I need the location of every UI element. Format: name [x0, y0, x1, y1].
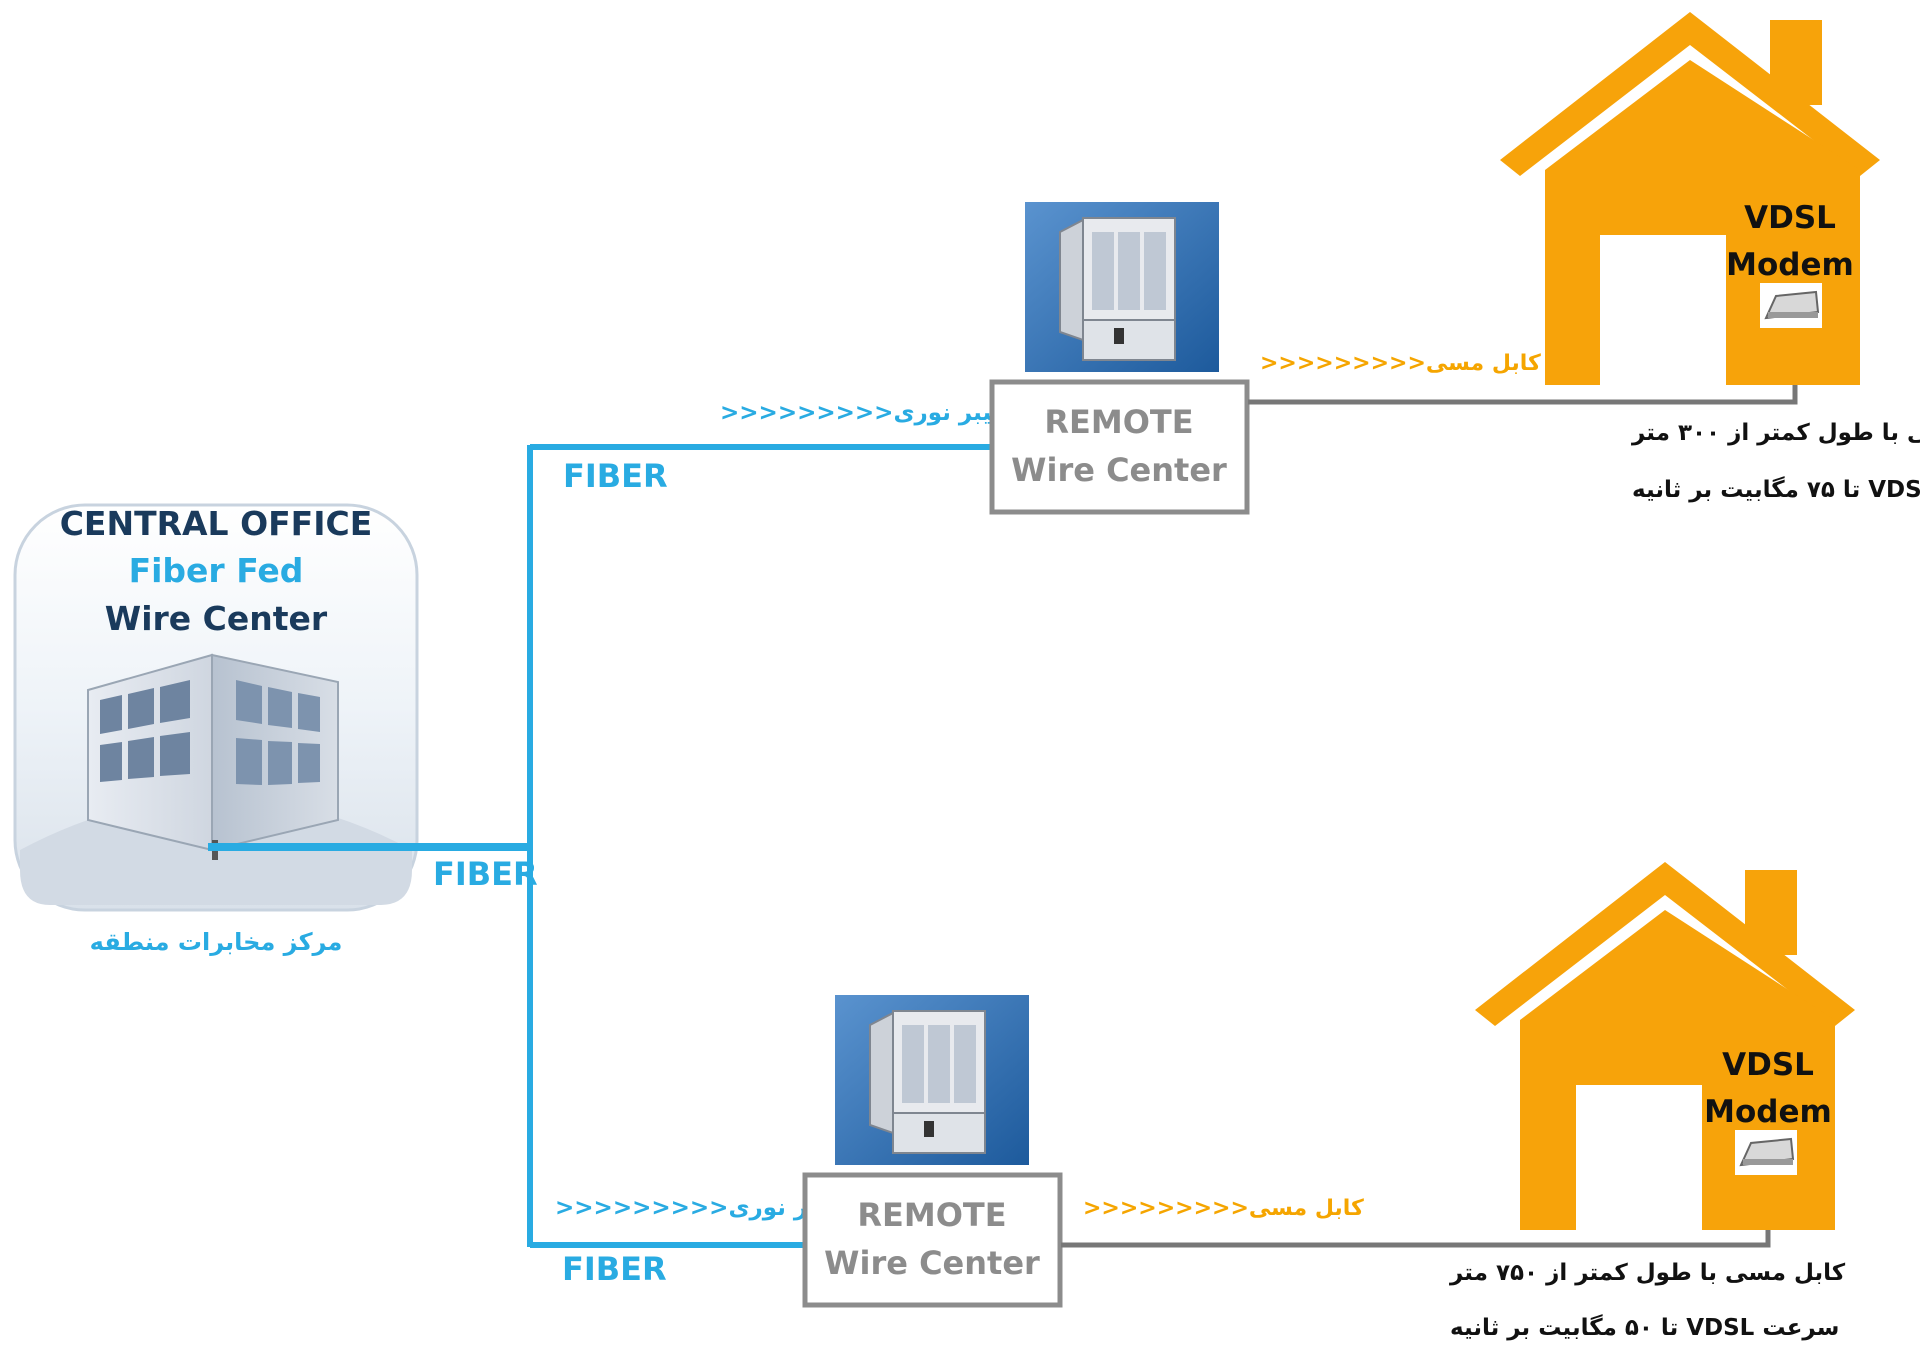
branch-bottom-house-label2: Modem — [1704, 1094, 1832, 1130]
branch-bottom-house-label1: VDSL — [1722, 1047, 1814, 1083]
branch-top-remote-box — [989, 379, 1250, 515]
house-icon — [1500, 12, 1880, 385]
branch-bottom-fiber-arrow-text: >>>>>>>>>فیبر نوری — [555, 1195, 842, 1221]
modem-icon — [1735, 1130, 1797, 1175]
fiber-trunk: FIBER — [208, 445, 538, 1247]
branch-bottom: FIBER >>>>>>>>>فیبر نوری REMOTE Wire Cen… — [530, 862, 1855, 1341]
central-office: CENTRAL OFFICE Fiber Fed Wire Center — [13, 503, 419, 956]
branch-bottom-copper-arrow-text: >>>>>>>>>کابل مسی — [1083, 1196, 1364, 1221]
branch-top-copper-arrow-text: >>>>>>>>>کابل مسی — [1260, 351, 1541, 376]
branch-top-remote-line1: REMOTE — [1044, 403, 1193, 441]
trunk-fiber-label: FIBER — [433, 855, 538, 893]
branch-bottom-remote-box — [802, 1172, 1063, 1308]
central-office-caption: مرکز مخابرات منطقه — [90, 928, 343, 956]
branch-top-fiber-arrow-text: >>>>>>>>>فیبر نوری — [720, 400, 1007, 426]
branch-bottom-info-line1: کابل مسی با طول کمتر از ۷۵۰ متر — [1449, 1260, 1846, 1286]
branch-top-house-label1: VDSL — [1744, 200, 1836, 236]
building-icon — [87, 653, 339, 860]
branch-bottom-info-line2: سرعت VDSL تا ۵۰ مگابیت بر ثانیه — [1450, 1314, 1839, 1341]
branch-top-info-line2: سرعت VDSL تا ۷۵ مگابیت بر ثانیه — [1632, 476, 1920, 503]
house-icon — [1475, 862, 1855, 1230]
central-office-wire-center: Wire Center — [105, 599, 328, 638]
branch-top-info-line1: کابل مسی با طول کمتر از ۳۰۰ متر — [1631, 420, 1920, 446]
street-cabinet-icon — [1025, 202, 1219, 372]
branch-top: FIBER >>>>>>>>>فیبر نوری REMOTE Wire Cen… — [530, 12, 1920, 515]
branch-top-remote-line2: Wire Center — [1011, 451, 1227, 489]
branch-bottom-remote-line1: REMOTE — [857, 1196, 1006, 1234]
branch-top-fiber-label: FIBER — [563, 457, 668, 495]
branch-bottom-fiber-label: FIBER — [562, 1250, 667, 1288]
branch-bottom-remote-line2: Wire Center — [824, 1244, 1040, 1282]
central-office-title: CENTRAL OFFICE — [60, 504, 373, 543]
central-office-subtitle: Fiber Fed — [129, 551, 304, 590]
modem-icon — [1760, 283, 1822, 328]
street-cabinet-icon — [835, 995, 1029, 1165]
branch-top-house-label2: Modem — [1726, 247, 1854, 283]
